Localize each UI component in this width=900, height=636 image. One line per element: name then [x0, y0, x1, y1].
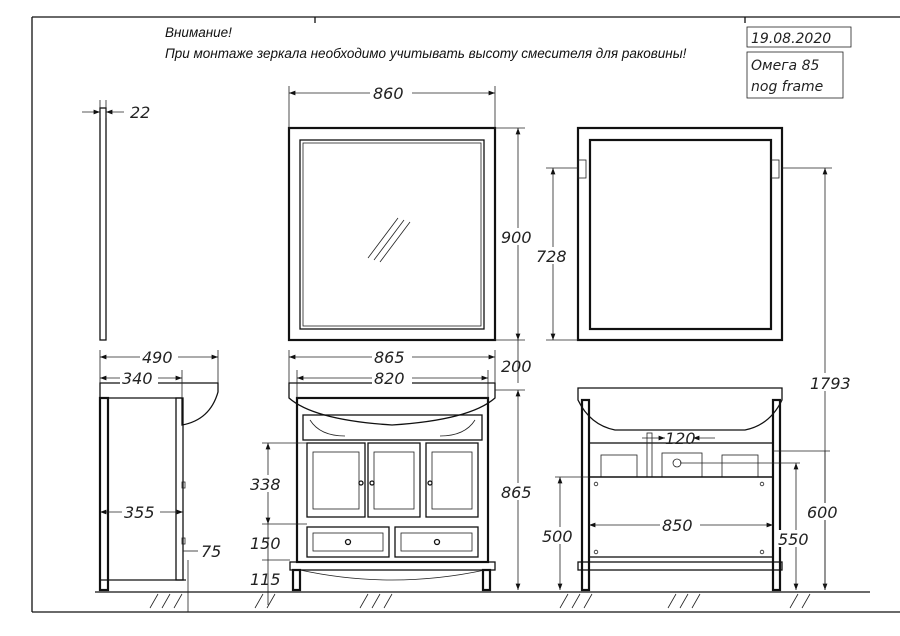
- stamp-date: 19.08.2020: [751, 31, 831, 47]
- cabinet-side-view: 490 340 355 75: [98, 348, 221, 612]
- dim-door-height: 338: [250, 475, 281, 494]
- mirror-front-view: 860 900: [287, 84, 536, 342]
- mirror-back-view: 728 1793: [535, 126, 858, 590]
- dim-mirror-height: 900: [501, 228, 532, 247]
- dim-plinth-height: 115: [250, 570, 281, 589]
- warning-text: При монтаже зеркала необходимо учитывать…: [165, 46, 687, 61]
- dim-body-width: 820: [374, 369, 405, 388]
- dim-back-width: 850: [662, 516, 693, 535]
- dim-gap: 200: [501, 357, 532, 376]
- floor-line: [95, 591, 870, 609]
- dim-mirror-depth: 22: [130, 103, 150, 122]
- stamp-model: Омега 85: [751, 58, 819, 74]
- title-stamp: 19.08.2020 Омега 85 nog frame: [746, 26, 852, 99]
- mirror-side-view: 22: [82, 100, 150, 341]
- dim-total-height: 1793: [810, 374, 851, 393]
- dim-side-depth: 355: [124, 503, 155, 522]
- dim-cabinet-height: 865: [501, 483, 532, 502]
- dim-counter-width: 865: [374, 348, 405, 367]
- dim-side-offset: 75: [201, 542, 221, 561]
- warning-title: Внимание!: [165, 25, 232, 40]
- dim-mount-height: 728: [536, 247, 567, 266]
- dim-pipe-550: 550: [778, 530, 809, 549]
- cabinet-front-view: 865 820 200 865 338 150 115: [250, 340, 536, 605]
- dim-pipe-500: 500: [542, 527, 573, 546]
- dim-pipe-600: 600: [807, 503, 838, 522]
- sheet-frame: [31, 16, 900, 613]
- dim-mirror-width: 860: [373, 84, 404, 103]
- dim-counter-depth: 490: [142, 348, 173, 367]
- dim-tap-spacing: 120: [665, 429, 696, 448]
- stamp-model-variant: nog frame: [751, 79, 823, 95]
- cabinet-back-view: 120 850 500 550 600: [541, 387, 844, 592]
- dim-drawer-height: 150: [250, 534, 281, 553]
- dim-body-depth: 340: [122, 369, 153, 388]
